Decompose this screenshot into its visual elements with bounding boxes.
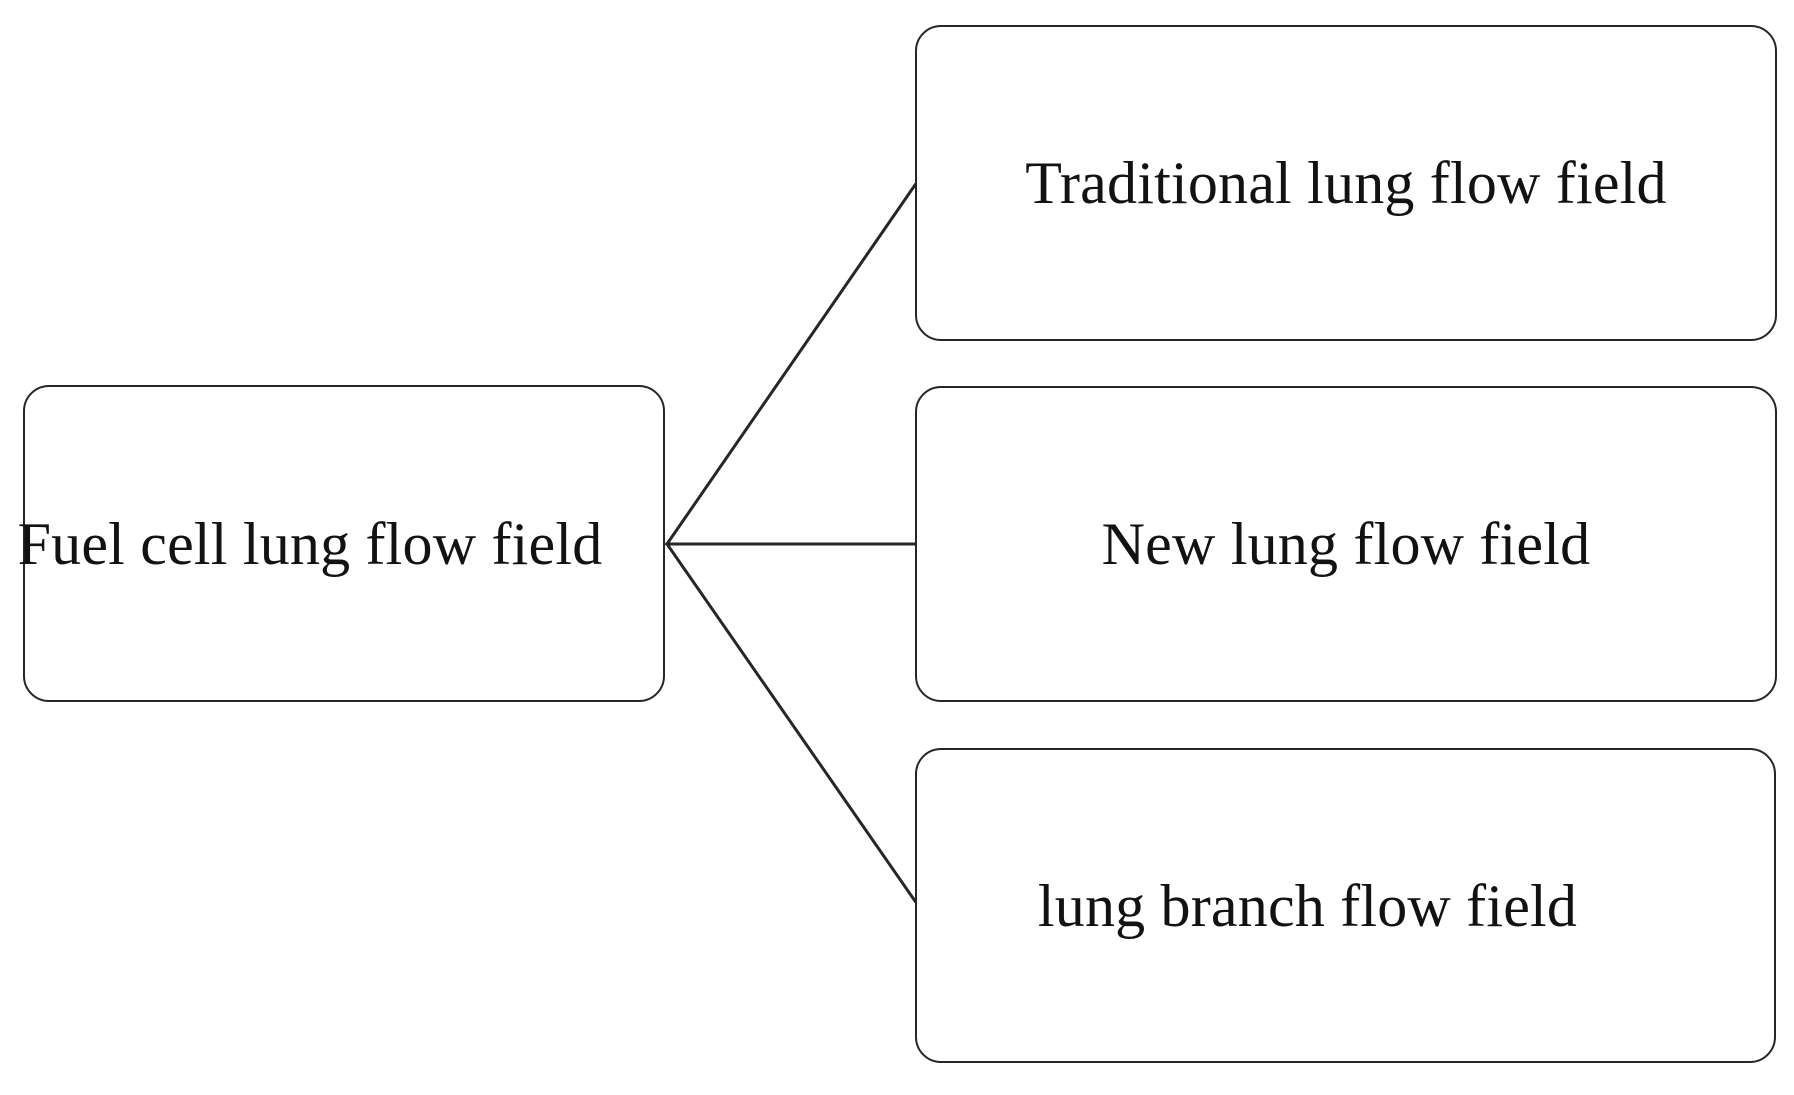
- node-label-new: New lung flow field: [1101, 511, 1591, 577]
- node-fuel-cell-lung-flow-field[interactable]: Fuel cell lung flow field: [18, 385, 665, 702]
- node-label-branch: lung branch flow field: [1037, 872, 1578, 939]
- node-label-traditional: Traditional lung flow field: [1025, 150, 1667, 216]
- node-label-root: Fuel cell lung flow field: [17, 510, 603, 577]
- connector-root-to-traditional: [664, 182, 918, 547]
- node-traditional-lung-flow-field[interactable]: Traditional lung flow field: [915, 25, 1777, 341]
- node-new-lung-flow-field[interactable]: New lung flow field: [915, 386, 1777, 702]
- connector-root-to-branch: [664, 541, 918, 904]
- node-lung-branch-flow-field[interactable]: lung branch flow field: [915, 748, 1776, 1063]
